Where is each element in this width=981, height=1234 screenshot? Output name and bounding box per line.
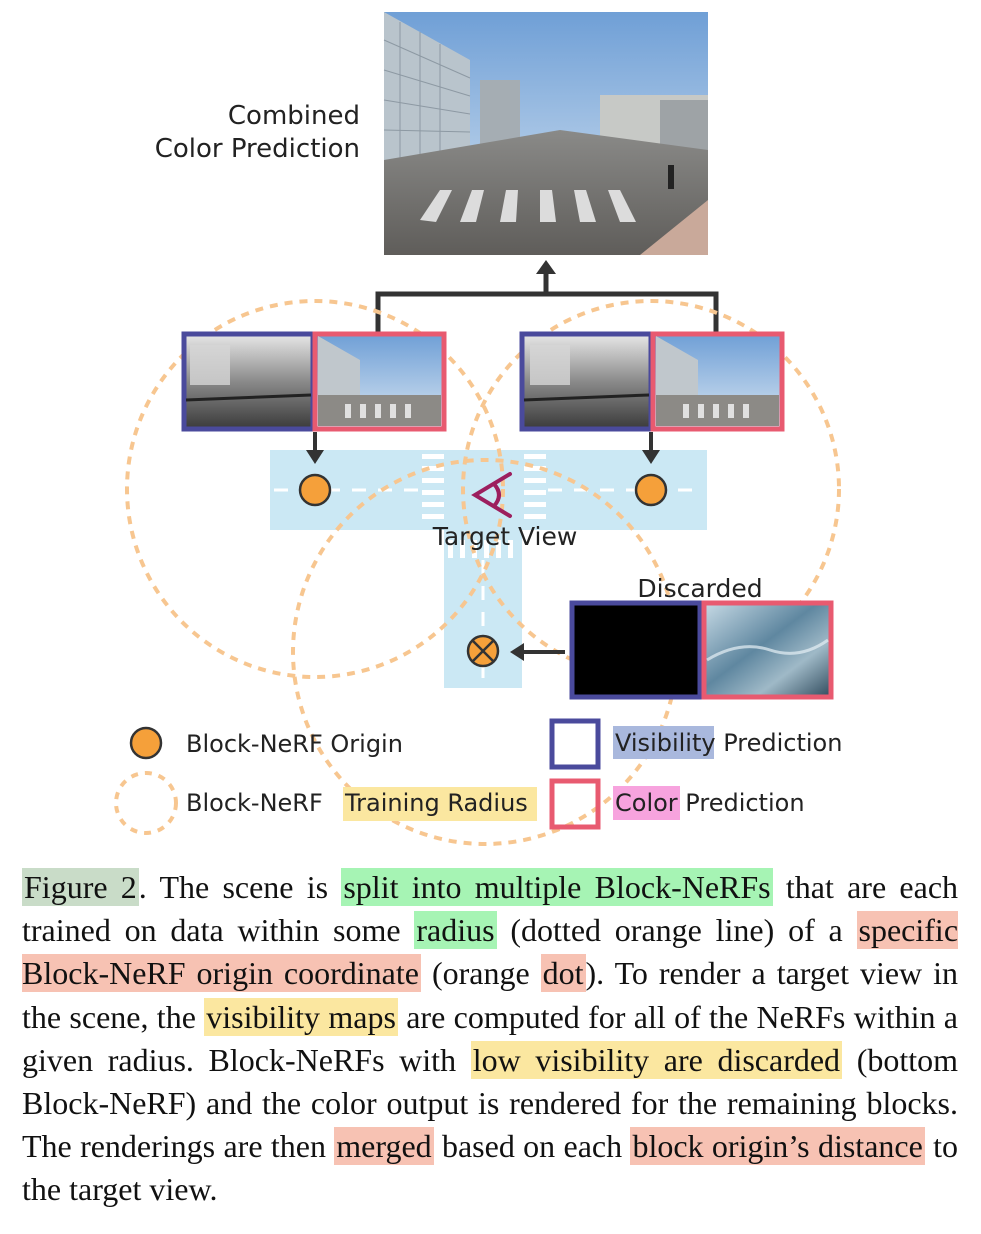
- block-nerf-diagram: Combined Color Prediction: [114, 12, 842, 846]
- caption-highlight-discarded: low visibility are discarded: [470, 1040, 843, 1079]
- right-visibility-prediction: [519, 331, 654, 432]
- training-radius-left: [125, 299, 505, 679]
- origin-dot-right: [634, 473, 668, 507]
- legend-visibility-label: Visibility Prediction: [615, 729, 842, 757]
- merge-arrow-head: [536, 260, 556, 274]
- legend-origin-marker: [129, 726, 163, 760]
- caption-highlight-visibility-maps: visibility maps: [204, 997, 398, 1036]
- right-color-prediction: [650, 331, 785, 432]
- legend-visibility-marker: [549, 718, 601, 770]
- caption-text: . The scene is: [138, 869, 342, 905]
- legend-radius-marker: [114, 771, 178, 835]
- road-map: [270, 450, 707, 688]
- left-down-arrow-head: [306, 450, 324, 464]
- target-view-eye-icon: [471, 472, 512, 518]
- target-view-label: Target View: [432, 522, 578, 551]
- legend-color-label: Color Prediction: [615, 789, 805, 817]
- caption-text: (bottom Block-NeRF) and the color output…: [22, 1041, 959, 1165]
- combined-label-line1: Combined: [228, 101, 360, 131]
- training-radius-right: [461, 299, 841, 679]
- legend: Block-NeRF Origin Block-NeRF Training Ra…: [114, 718, 842, 835]
- legend-origin-label: Block-NeRF Origin: [186, 730, 403, 758]
- discarded-label: Discarded: [637, 574, 762, 603]
- discarded-visibility-prediction: [569, 600, 703, 700]
- caption-text: (orange: [420, 955, 541, 992]
- caption-text: (dotted orange line) of a: [496, 912, 857, 949]
- legend-radius-label: Block-NeRF Training Radius: [186, 789, 528, 817]
- caption-text: are computed for all of the NeRFs within…: [22, 998, 959, 1078]
- caption-text: ). To render a target view in the scene,…: [22, 955, 958, 1035]
- legend-radius-highlight: [343, 787, 537, 821]
- caption-figure-number: Figure 2: [22, 868, 139, 906]
- legend-color-marker: [549, 778, 601, 830]
- merge-arrow: [375, 272, 719, 333]
- origin-dot-discarded: [466, 634, 500, 668]
- left-color-prediction: [312, 331, 447, 432]
- origin-dot-left: [298, 473, 332, 507]
- left-visibility-prediction: [181, 331, 316, 432]
- legend-color-highlight: [613, 786, 680, 820]
- discarded-color-prediction: [701, 600, 834, 700]
- combined-label-line2: Color Prediction: [155, 134, 360, 164]
- caption-highlight-distance: block origin’s distance: [630, 1127, 925, 1166]
- legend-visibility-highlight: [613, 726, 714, 759]
- caption-text: that are each trained on data within som…: [22, 869, 959, 949]
- right-down-arrow-head: [642, 450, 660, 464]
- caption-highlight-merged: merged: [334, 1127, 434, 1166]
- discard-arrow-head: [510, 643, 524, 661]
- combined-color-prediction-image: [383, 12, 708, 255]
- figure-caption: Figure 2. The scene is split into multip…: [22, 866, 958, 1212]
- caption-text: to the target view.: [22, 1128, 959, 1208]
- caption-text: based on each: [433, 1128, 631, 1165]
- caption-highlight-dot: dot: [540, 954, 586, 993]
- caption-highlight-radius: radius: [414, 911, 497, 950]
- caption-highlight-split: split into multiple Block-NeRFs: [341, 868, 773, 906]
